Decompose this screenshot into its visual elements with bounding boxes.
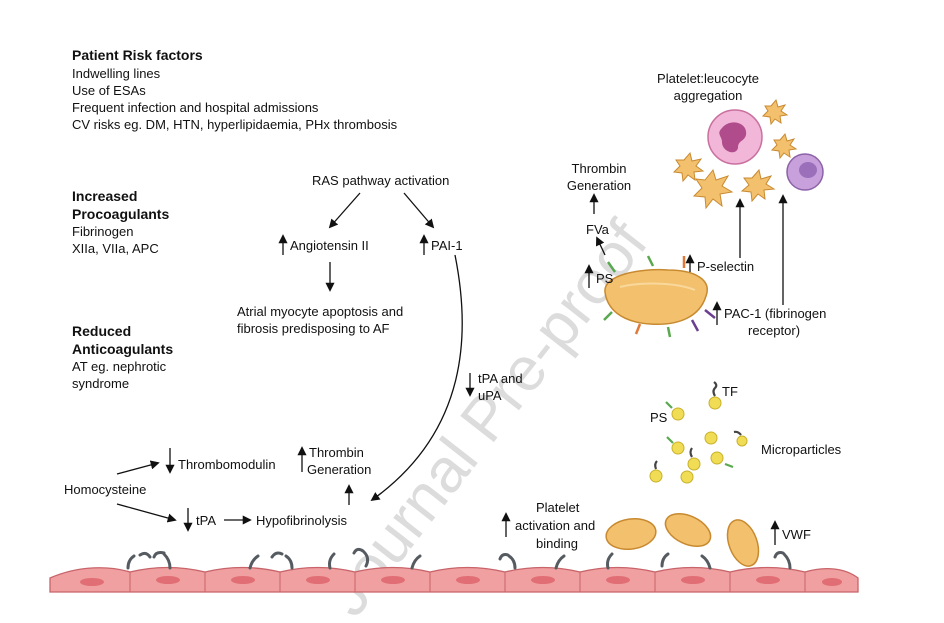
platelet-spiky-1 (692, 168, 734, 210)
thrombomodulin-label: Thrombomodulin (178, 457, 276, 472)
microparticle-receptors (654, 381, 742, 470)
tpa-label: tPA (196, 513, 216, 528)
homocysteine-label: Homocysteine (64, 482, 147, 497)
pai1-label: PAI-1 (431, 238, 463, 253)
vwf-label: VWF (782, 527, 811, 542)
microparticles-label: Microparticles (761, 442, 842, 457)
risk-factor-item: Use of ESAs (72, 83, 146, 98)
pac1-label-line2: receptor) (748, 323, 801, 338)
af-label-line2: fibrosis predisposing to AF (237, 321, 390, 336)
aggregation-label-line2: aggregation (673, 88, 743, 103)
bound-platelet-2 (664, 513, 712, 547)
angiotensin-label: Angiotensin II (290, 238, 369, 253)
af-label-line1: Atrial myocyte apoptosis and (237, 304, 404, 319)
platelet-thrombin-label-line2: Generation (566, 178, 632, 193)
aggregation-label-line1: Platelet:leucocyte (657, 71, 759, 86)
vwf-molecules (126, 547, 792, 570)
ras-pathway-label: RAS pathway activation (312, 173, 450, 188)
bound-platelet-3 (726, 519, 760, 567)
platelet-activation-label-line1: Platelet (536, 500, 580, 515)
risk-factor-item: Indwelling lines (72, 66, 161, 81)
anticoagulant-item: syndrome (72, 376, 130, 391)
microparticle-ps-label: PS (650, 410, 668, 425)
platelet-spiky-2 (672, 151, 705, 183)
platelet-spiky-3 (740, 168, 776, 203)
tf-label: TF (722, 384, 738, 399)
tpa-upa-label-line2: uPA (478, 388, 502, 403)
risk-factor-item: Frequent infection and hospital admissio… (72, 100, 319, 115)
platelet-activation-label-line2: activation and (515, 518, 596, 533)
thrombin-generation-label-line1: Thrombin (309, 445, 364, 460)
fva-label: FVa (586, 222, 609, 237)
anticoagulants-title-line2: Anticoagulants (72, 341, 174, 357)
thrombin-generation-label-line2: Generation (307, 462, 372, 477)
ps-label: PS (596, 271, 614, 286)
p-selectin-label: P-selectin (697, 259, 755, 274)
anticoagulant-item: AT eg. nephrotic (72, 359, 167, 374)
procoagulants-title-line1: Increased (72, 188, 138, 204)
endothelium (49, 566, 859, 593)
platelet-spiky-4 (761, 98, 789, 126)
microparticles (649, 396, 748, 484)
tpa-upa-label-line1: tPA and (478, 371, 523, 386)
leucocyte-pink (707, 109, 763, 165)
arrow-platelet-to-fva (595, 236, 606, 256)
arrow-ras-to-pai (403, 192, 435, 229)
bound-platelet-1 (605, 517, 657, 551)
procoagulant-item: Fibrinogen (72, 224, 134, 239)
arrow-homocysteine-to-tpa (116, 503, 177, 523)
arrow-homocysteine-to-thrombomodulin (116, 460, 160, 475)
activated-platelet (603, 255, 716, 338)
risk-factors-title: Patient Risk factors (72, 47, 203, 63)
platelet-activation-label-line3: binding (536, 536, 578, 551)
anticoagulants-title-line1: Reduced (72, 323, 132, 339)
risk-factor-item: CV risks eg. DM, HTN, hyperlipidaemia, P… (72, 117, 398, 132)
pac1-label-line1: PAC-1 (fibrinogen (724, 306, 827, 321)
leucocyte-purple (786, 153, 824, 191)
arrow-ras-to-angiotensin (328, 192, 361, 229)
platelet-thrombin-label-line1: Thrombin (571, 161, 627, 176)
procoagulant-item: XIIa, VIIa, APC (72, 241, 159, 256)
platelet-spiky-5 (770, 132, 798, 160)
arrow-pai-to-hypofibrinolysis (370, 254, 463, 502)
hypofibrinolysis-label: Hypofibrinolysis (256, 513, 348, 528)
procoagulants-title-line2: Procoagulants (72, 206, 170, 222)
